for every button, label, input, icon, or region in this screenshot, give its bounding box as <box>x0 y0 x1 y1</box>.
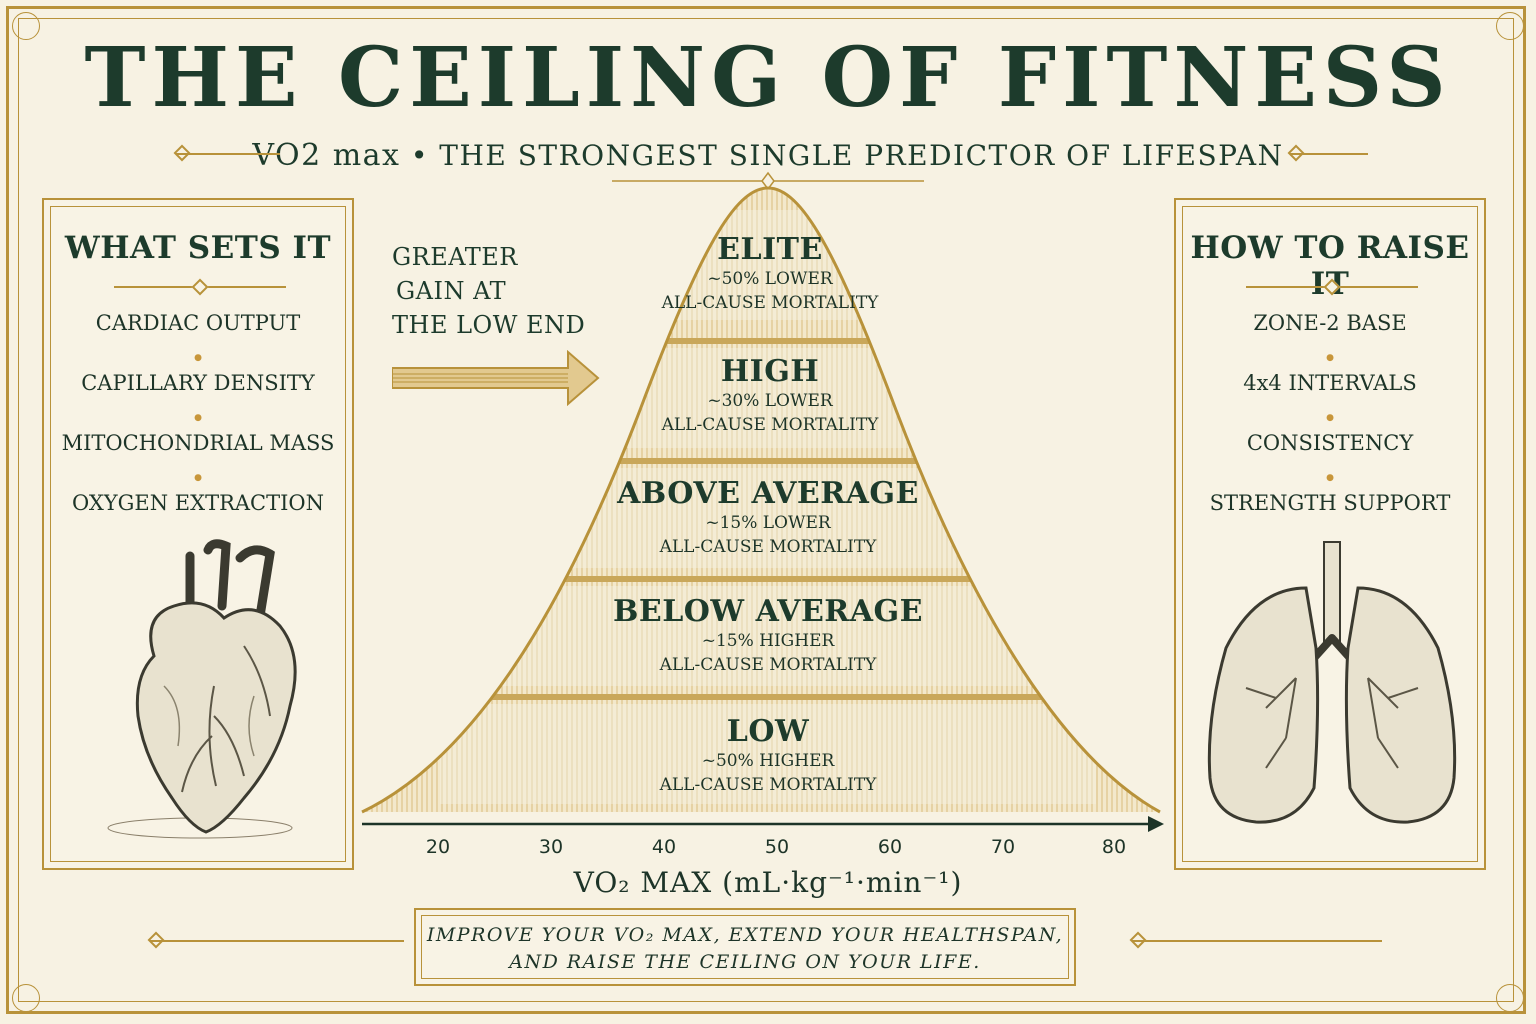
axis-tick-label: 20 <box>425 836 451 858</box>
tier-effect: ~30% LOWER <box>707 391 833 411</box>
axis-tick-label: 30 <box>538 836 564 858</box>
tier-mortality-label: ALL-CAUSE MORTALITY <box>659 775 877 795</box>
tier-effect: ~50% LOWER <box>707 269 833 289</box>
inner-frame <box>18 18 1514 1002</box>
tier-mortality-label: ALL-CAUSE MORTALITY <box>661 293 879 313</box>
subtitle-text: THE STRONGEST SINGLE PREDICTOR OF LIFESP… <box>439 139 1284 172</box>
tier-mortality-label: ALL-CAUSE MORTALITY <box>659 537 877 557</box>
tier-name: ELITE <box>717 232 823 267</box>
tier-name: ABOVE AVERAGE <box>617 476 919 511</box>
tier-mortality-label: ALL-CAUSE MORTALITY <box>661 415 879 435</box>
axis-tick-label: 80 <box>1101 836 1127 858</box>
page-subtitle: VO2 max • THE STRONGEST SINGLE PREDICTOR… <box>0 138 1536 173</box>
subtitle-ornament-right <box>1290 153 1368 155</box>
arrow-note-line: GAIN AT <box>396 277 507 305</box>
corner-ornament <box>1496 984 1524 1012</box>
subtitle-ornament-left <box>176 153 280 155</box>
tier-high: HIGH ~30% LOWER ALL-CAUSE MORTALITY <box>570 354 970 437</box>
tier-name: BELOW AVERAGE <box>612 594 923 629</box>
tier-name: LOW <box>726 714 810 749</box>
tier-name: HIGH <box>720 354 820 389</box>
corner-ornament <box>1496 12 1524 40</box>
how-to-raise-it-panel: HOW TO RAISE IT ZONE-2 BASE 4x4 INTERVAL… <box>1174 198 1486 870</box>
footer-line: AND RAISE THE CEILING ON YOUR LIFE. <box>509 951 981 973</box>
axis-tick-label: 40 <box>651 836 677 858</box>
footer-ornament-right <box>1132 940 1382 942</box>
arrow-note: GREATER GAIN AT THE LOW END <box>392 240 585 342</box>
footer-callout: IMPROVE YOUR VO₂ MAX, EXTEND YOUR HEALTH… <box>414 908 1076 986</box>
footer-ornament-left <box>150 940 404 942</box>
tier-effect: ~50% HIGHER <box>701 751 835 771</box>
corner-ornament <box>12 12 40 40</box>
subtitle-separator: • <box>410 139 429 172</box>
tier-effect: ~15% HIGHER <box>701 631 835 651</box>
axis-title: VO₂ MAX (mL·kg⁻¹·min⁻¹) <box>573 866 963 899</box>
tier-mortality-label: ALL-CAUSE MORTALITY <box>659 655 877 675</box>
tier-below-average: BELOW AVERAGE ~15% HIGHER ALL-CAUSE MORT… <box>568 594 968 677</box>
subtitle-vo2: VO2 max <box>252 138 401 173</box>
tier-above-average: ABOVE AVERAGE ~15% LOWER ALL-CAUSE MORTA… <box>568 476 968 559</box>
footer-line: IMPROVE YOUR VO₂ MAX, EXTEND YOUR HEALTH… <box>426 924 1064 946</box>
footer-text: IMPROVE YOUR VO₂ MAX, EXTEND YOUR HEALTH… <box>416 922 1074 976</box>
right-arrow-icon <box>392 350 600 406</box>
page-title: THE CEILING OF FITNESS <box>84 30 1452 126</box>
what-sets-it-panel: WHAT SETS IT CARDIAC OUTPUT CAPILLARY DE… <box>42 198 354 870</box>
tier-effect: ~15% LOWER <box>705 513 831 533</box>
tier-low: LOW ~50% HIGHER ALL-CAUSE MORTALITY <box>568 714 968 797</box>
outer-frame <box>6 6 1526 1014</box>
tier-elite: ELITE ~50% LOWER ALL-CAUSE MORTALITY <box>570 232 970 315</box>
corner-ornament <box>12 984 40 1012</box>
axis-tick-label: 60 <box>877 836 903 858</box>
arrow-note-line: THE LOW END <box>392 311 586 339</box>
axis-tick-label: 70 <box>990 836 1016 858</box>
axis-tick-label: 50 <box>764 836 790 858</box>
arrow-note-line: GREATER <box>392 243 518 271</box>
